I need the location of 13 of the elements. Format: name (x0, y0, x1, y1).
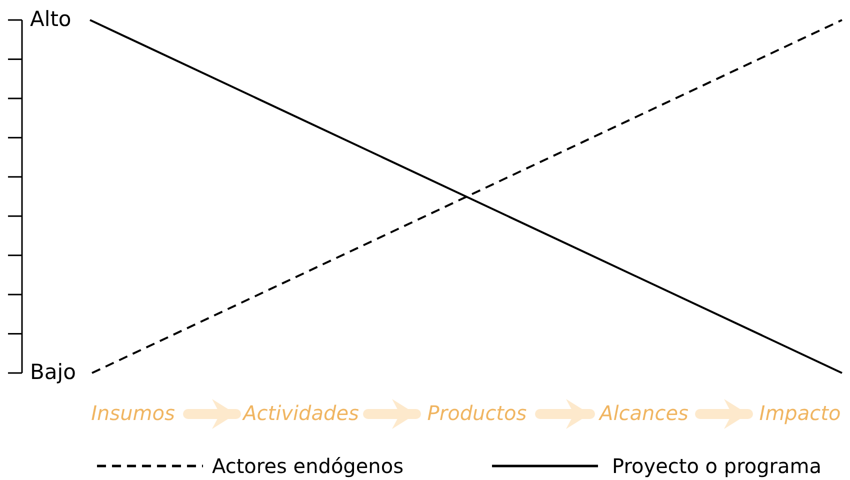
flow-arrow (535, 399, 595, 429)
stage-label: Alcances (600, 401, 688, 425)
flow-arrow (183, 399, 241, 429)
stage-label: Productos (427, 401, 527, 425)
legend-label: Proyecto o programa (612, 453, 822, 479)
stage-label: Impacto (759, 401, 841, 425)
flow-arrow (363, 399, 421, 429)
axis-label: Bajo (30, 359, 76, 385)
stage-label: Insumos (91, 401, 175, 425)
flow-arrow (695, 399, 753, 429)
axis-label: Alto (30, 6, 72, 32)
legend-label: Actores endógenos (212, 453, 404, 479)
stage-label: Actividades (243, 401, 359, 425)
